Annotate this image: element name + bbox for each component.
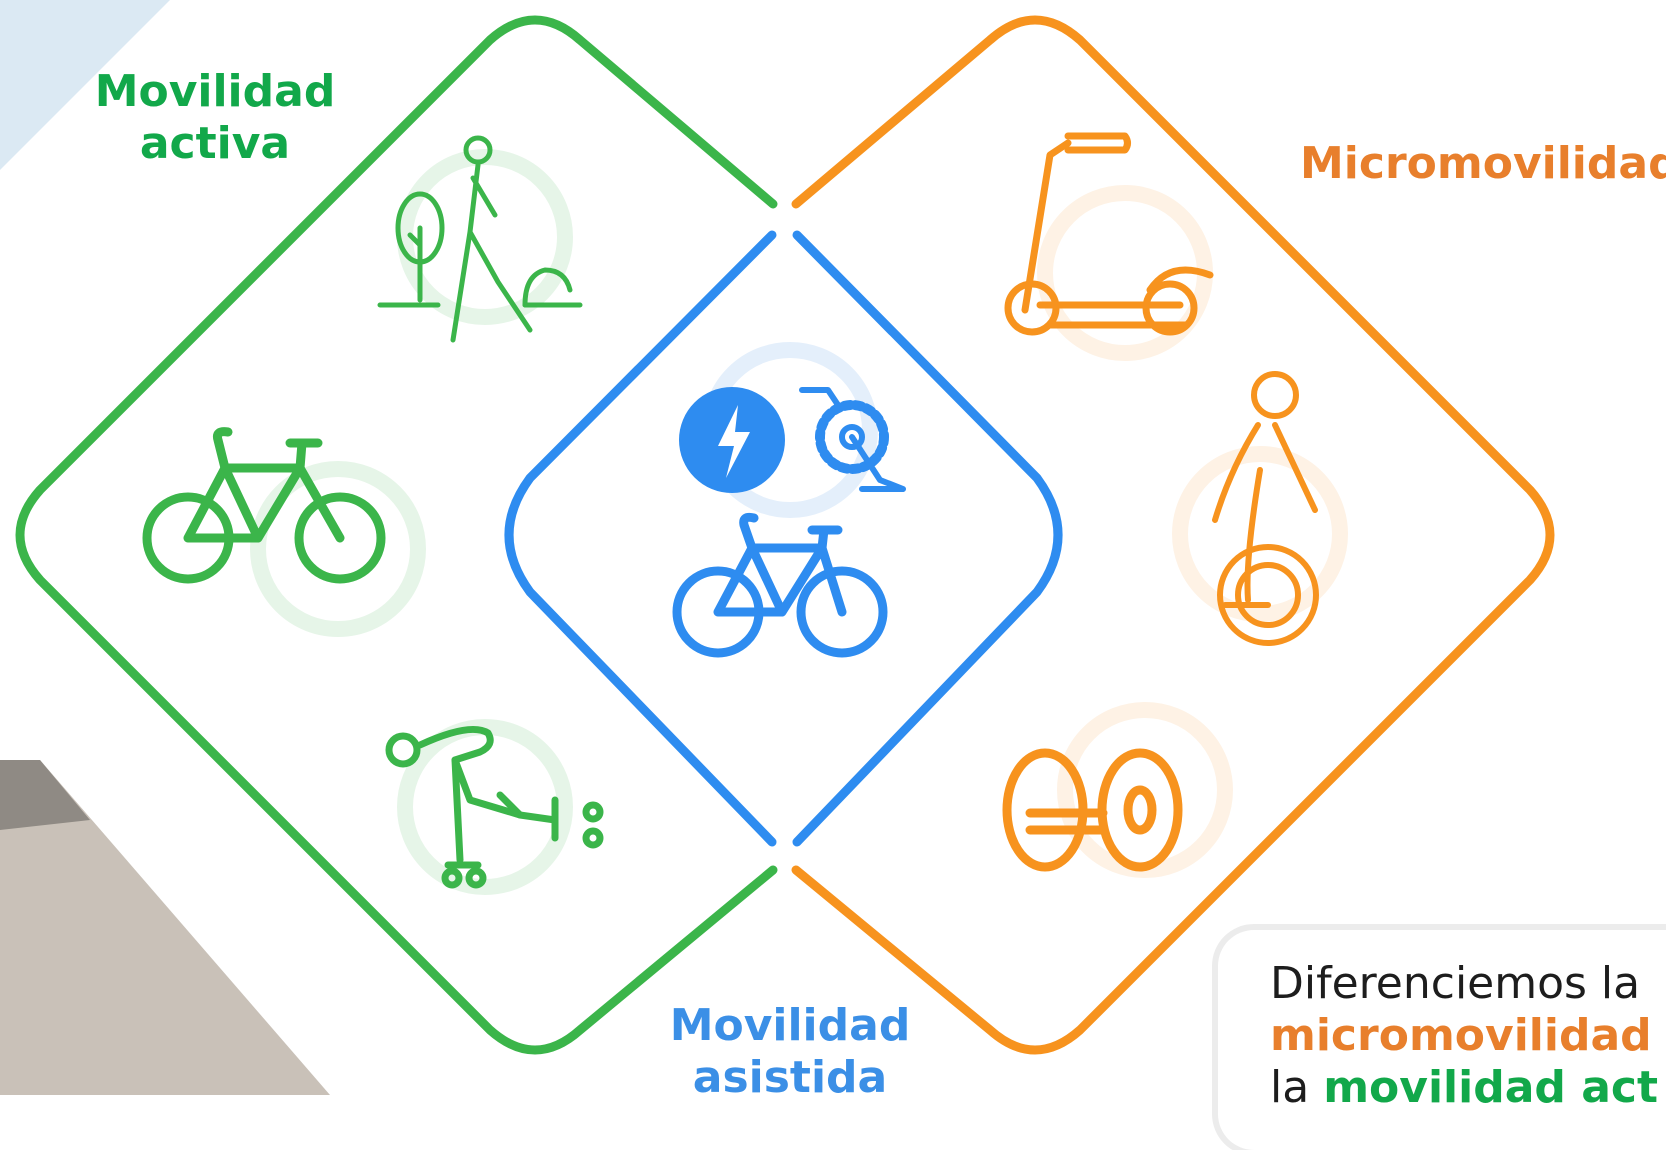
electric-unicycle-icon bbox=[1172, 371, 1348, 646]
micromobility-label-text: Micromovilidad bbox=[1300, 138, 1666, 189]
micromobility-diamond bbox=[791, 15, 1555, 1055]
pedal-crank-icon bbox=[799, 387, 906, 492]
person-walking-park-icon bbox=[377, 135, 583, 343]
electric-bolt-icon bbox=[679, 342, 878, 518]
mobility-diagram bbox=[0, 0, 1555, 1095]
callout-micromobility-term: micromovilidad bbox=[1270, 1010, 1652, 1061]
hoverboard-icon bbox=[1002, 702, 1233, 878]
callout-active-mobility-term: movilidad act bbox=[1323, 1062, 1658, 1113]
assisted-mobility-diamond bbox=[504, 230, 1063, 847]
callout-line-1: Diferenciemos la bbox=[1270, 958, 1641, 1009]
assisted-mobility-label: Movilidad asistida bbox=[650, 1000, 930, 1104]
micromobility-label: Micromovilidad bbox=[1300, 138, 1666, 190]
active-mobility-label-text: Movilidad activa bbox=[94, 66, 336, 169]
callout-line-2: micromovilidad bbox=[1270, 1010, 1666, 1062]
inline-skater-icon bbox=[385, 719, 604, 895]
callout-line-3-prefix: la bbox=[1270, 1062, 1310, 1113]
background-pavement-fragment bbox=[0, 760, 330, 1095]
assisted-mobility-label-text: Movilidad asistida bbox=[669, 1000, 911, 1103]
bicycle-icon bbox=[142, 427, 426, 637]
bicycle-icon bbox=[672, 512, 888, 658]
background-sky-fragment bbox=[0, 0, 170, 170]
active-mobility-label: Movilidad activa bbox=[85, 66, 345, 170]
callout-line-3: la movilidad act bbox=[1270, 1062, 1666, 1114]
kick-scooter-icon bbox=[1004, 132, 1214, 361]
active-mobility-diamond bbox=[15, 15, 778, 1055]
callout-box: Diferenciemos la micromovilidad la movil… bbox=[1218, 930, 1666, 1150]
background-pavement-dark bbox=[0, 760, 90, 830]
